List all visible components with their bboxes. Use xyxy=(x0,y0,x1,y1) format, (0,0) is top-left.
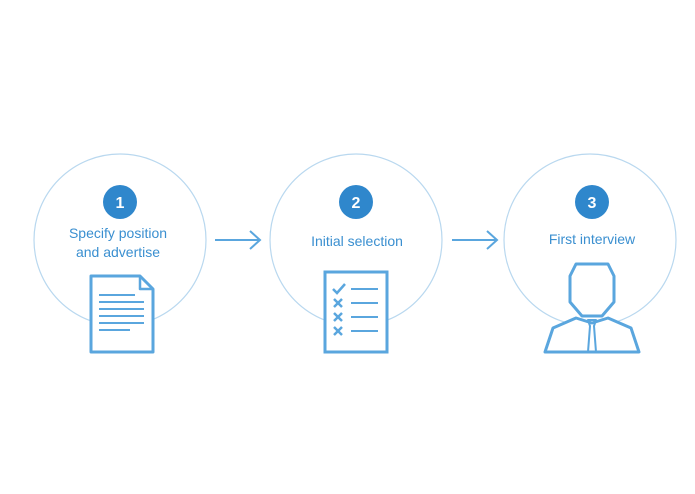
person-icon xyxy=(543,262,641,354)
cross-mark-icon xyxy=(333,312,343,322)
arrow-right-icon xyxy=(452,230,499,250)
step-2-label: Initial selection xyxy=(311,233,403,249)
arrow-right-icon xyxy=(215,230,262,250)
check-mark-icon xyxy=(332,283,346,295)
checklist-icon xyxy=(323,270,389,354)
step-3: 3 First interview xyxy=(503,153,677,354)
step-1-number: 1 xyxy=(116,195,125,212)
step-1: 1 Specify position and advertise xyxy=(33,153,207,354)
cross-mark-icon xyxy=(333,326,343,336)
step-2: 2 Initial selection xyxy=(269,153,443,354)
step-1-label-line-2: and advertise xyxy=(76,244,160,260)
step-2-number-badge xyxy=(339,185,373,219)
step-3-label: First interview xyxy=(549,231,636,247)
step-1-label-line-1: Specify position xyxy=(69,225,167,241)
step-1-number-badge xyxy=(103,185,137,219)
document-icon xyxy=(89,274,155,354)
step-3-number: 3 xyxy=(588,195,597,212)
step-2-number: 2 xyxy=(352,195,361,212)
step-3-number-badge xyxy=(575,185,609,219)
cross-mark-icon xyxy=(333,298,343,308)
